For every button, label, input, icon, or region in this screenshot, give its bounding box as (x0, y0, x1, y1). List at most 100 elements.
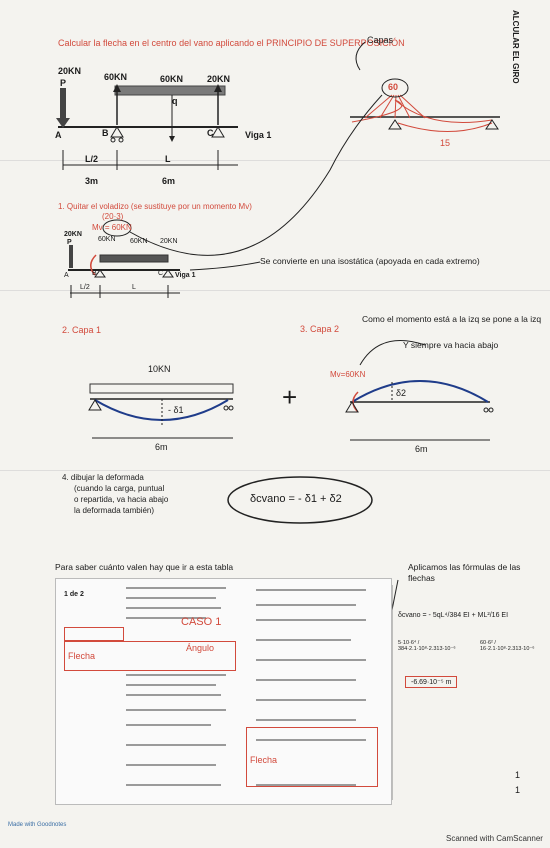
beam1-dim-3m: 3m (85, 176, 99, 186)
beam2-label-b: B (92, 270, 97, 277)
page-title: Calcular la flecha en el centro del vano… (58, 38, 405, 48)
table-row (256, 679, 356, 681)
beam2-span-l2: L/2 (80, 284, 90, 291)
beam1-support-c (211, 126, 225, 138)
capa2-note1: Como el momento está a la izq se pone a … (362, 314, 542, 324)
beam1-support-b (110, 126, 124, 138)
moment-curve (351, 99, 493, 123)
beam1-dim-6m: 6m (162, 176, 176, 186)
moment-curve-lower (397, 122, 493, 132)
table-row (126, 709, 226, 711)
beam1-mid-arrow-head (169, 136, 175, 142)
ellipse-formula: δcvano = - δ1 + δ2 (250, 493, 342, 505)
table-row (256, 659, 366, 661)
beam2-left-load: 60KN (98, 236, 116, 243)
table-row (126, 597, 216, 599)
table-row (126, 607, 221, 609)
plus-sign: + (282, 382, 298, 412)
table-row (256, 619, 366, 621)
table-note: Para saber cuánto valen hay que ir a est… (55, 562, 234, 572)
beam1-p-symbol: P (60, 78, 67, 88)
caso1-formula-box (64, 641, 236, 671)
capa1-load: 10KN (148, 364, 171, 374)
beam2-moment-arrow (90, 254, 97, 276)
capa1-dim: 6m (155, 442, 168, 452)
step4-line2: (cuando la carga, puntual (74, 484, 165, 493)
step4-line3: o repartida, va hacia abajo (74, 495, 169, 504)
connector-curve (129, 94, 383, 256)
beam1-q: q (172, 96, 178, 106)
table-row (126, 764, 216, 766)
mv-circle (102, 219, 132, 237)
beam1-p-load: 20KN (58, 66, 82, 76)
beam1-label-a: A (55, 130, 62, 140)
table-row (126, 744, 226, 746)
formulas-title-line2: flechas (408, 573, 435, 583)
beam1-roller (110, 137, 116, 143)
capa1-roller (228, 405, 234, 411)
capa2-note-arrow (359, 340, 426, 366)
table-row (126, 684, 216, 686)
beam1-b-arrow-head (113, 84, 121, 92)
beam1-c-arrow-head (214, 84, 222, 92)
beam1-distributed-load (114, 85, 226, 96)
capas-arrow (355, 41, 366, 71)
beam2-support-c (162, 269, 174, 278)
beam2-right-load: 20KN (160, 238, 178, 245)
capa2-note2: Y siempre va hacia abajo (403, 340, 499, 350)
table-row (256, 784, 356, 786)
beam1-roller (118, 137, 124, 143)
beam2-p-load: 20KN (64, 231, 82, 238)
beam2-support-b (94, 269, 106, 278)
moment-circle (381, 78, 409, 98)
camscanner-watermark: Scanned with CamScanner (446, 834, 543, 843)
capa2-roller (483, 407, 489, 413)
moment-circle-value: 60 (388, 82, 399, 92)
step1-text: 1. Quitar el voladizo (se sustituye por … (58, 202, 252, 211)
capa2-dim: 6m (415, 444, 428, 454)
step4-line4: la deformada también) (74, 506, 155, 515)
table-row (126, 587, 226, 589)
ruled-line (0, 470, 550, 471)
beam2-span-l: L (132, 284, 136, 291)
beam1-left-load: 60KN (104, 72, 128, 82)
caso2-box (246, 727, 378, 787)
formula-result: -6.69·10⁻⁵ m (405, 676, 458, 688)
formula-line1: δcvano = - 5qL⁴/384 EI + ML²/16 EI (398, 612, 509, 619)
table-row (256, 739, 366, 741)
capa1-title: 2. Capa 1 (62, 325, 102, 335)
beam2-label-c: C (158, 270, 164, 277)
beam1-span-l: L (165, 154, 171, 164)
flecha2-label: Flecha (250, 755, 278, 765)
beam2-note-arrow (189, 261, 261, 271)
table-row (126, 694, 221, 696)
table-row (256, 604, 356, 606)
step4-line1: 4. dibujar la deformada (62, 473, 144, 482)
table-row (126, 674, 226, 676)
moment-hatch (379, 94, 395, 119)
formula-line2-right: 60·6² / 16·2.1·10⁸·2.313·10⁻⁶ (480, 640, 535, 652)
capa1-distributed-load (89, 383, 234, 394)
beam1-span-l2: L/2 (85, 154, 99, 164)
goodnotes-watermark: Made with Goodnotes (8, 822, 67, 828)
capa2-delta: δ2 (396, 388, 407, 398)
moment-hatch (397, 94, 411, 119)
beam1-viga-label: Viga 1 (245, 130, 272, 140)
moment-hatch (394, 94, 397, 119)
page-number: 1 (515, 785, 521, 795)
table-row (126, 617, 206, 619)
formulas-title: Aplicamos las fórmulas de las flechas (408, 562, 520, 584)
table-page: 1 de 2 (64, 591, 84, 598)
capa2-mv: Mv=60KN (330, 370, 366, 379)
deflection-table: 1 de 2 CASO 1 Flecha Ángulo Flecha (55, 578, 392, 805)
ruled-line (0, 290, 550, 291)
capas-label: Capas (367, 35, 394, 45)
capa2-roller (488, 407, 494, 413)
table-row (256, 719, 356, 721)
table-row (126, 784, 221, 786)
step4-text: 4. dibujar la deformada (cuando la carga… (62, 472, 168, 516)
flecha-label: Flecha (68, 651, 96, 661)
beam1-right-load: 20KN (207, 74, 231, 84)
capa2-support-left (345, 401, 359, 413)
beam2-distributed-load (99, 254, 169, 263)
